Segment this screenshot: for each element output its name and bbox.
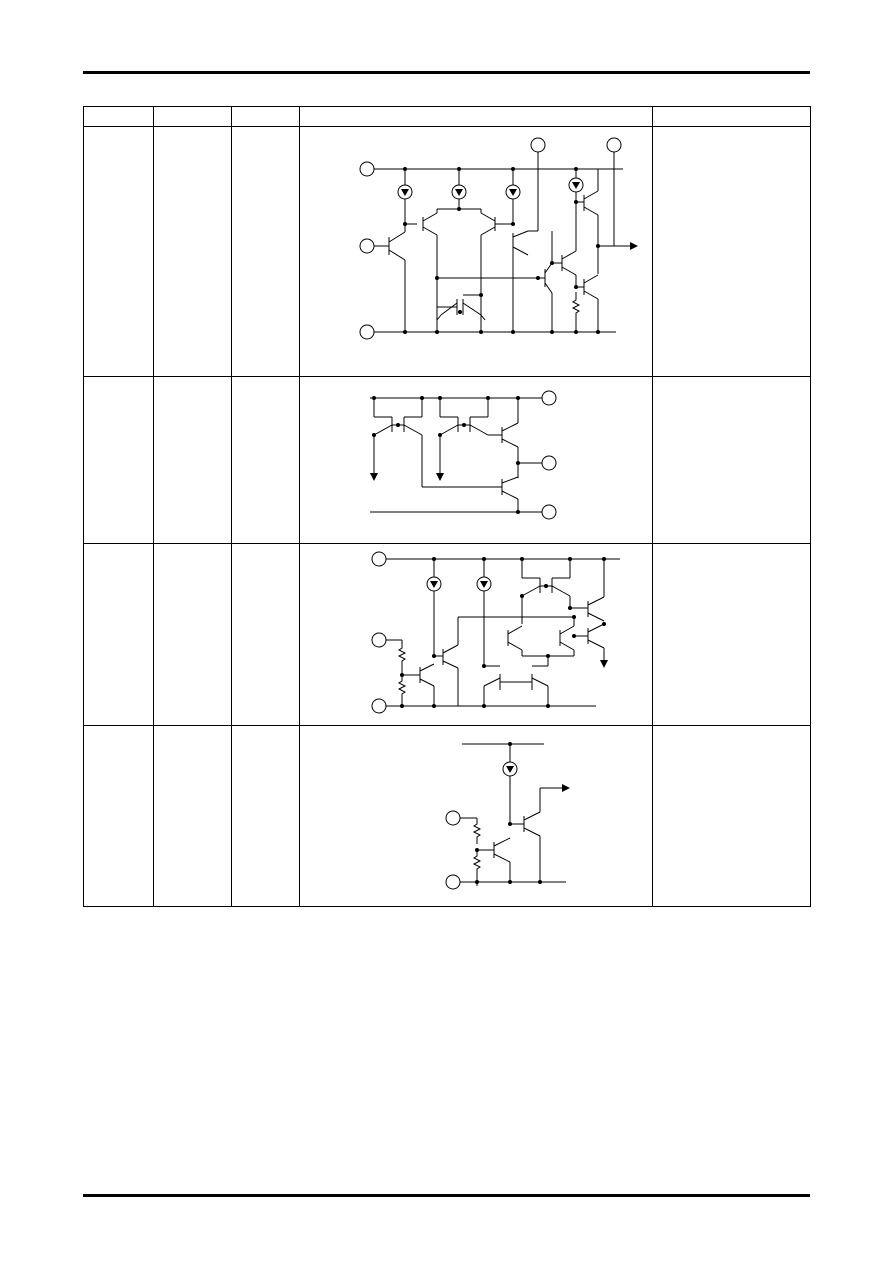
header-rule [83,71,810,74]
table-row [83,376,811,544]
npn-transistor-icon [551,578,571,597]
terminal-circle-icon [371,632,387,648]
table-row [83,725,811,907]
npn-transistor-icon [419,663,435,687]
current-source-icon [426,559,442,656]
terminal-circle-icon [359,324,375,340]
terminal-circle-icon [530,137,546,153]
npn-transistor-icon [501,422,519,448]
resistor-icon [397,675,407,706]
terminal-circle-icon [371,551,387,567]
current-source-icon [397,169,413,224]
footer-rule [83,1194,810,1197]
current-source-icon [502,744,518,824]
npn-transistor-icon [587,596,605,622]
pin-io-cell [231,543,300,726]
equivalent-circuit-cell [299,543,653,726]
pin-number-cell [83,543,154,726]
npn-transistor-icon [493,837,511,863]
pin-io-cell [231,725,300,907]
npn-transistor-icon [523,811,541,837]
current-source-icon [451,169,467,209]
current-source-icon [568,169,584,202]
npn-transistor-icon [544,262,553,294]
npn-transistor-icon [439,417,459,436]
npn-transistor-icon [559,625,575,651]
equivalent-circuit-cell [299,126,653,377]
description-cell [652,376,811,544]
npn-transistor-icon [462,299,482,316]
npn-transistor-icon [373,417,393,436]
table-header-row [83,106,811,127]
pin-name-cell [153,126,232,377]
npn-transistor-icon [403,417,423,436]
circuit-diagram-4 [445,742,570,890]
npn-transistor-icon [587,623,605,649]
npn-transistor-icon [561,250,577,276]
circuit-diagram-1 [359,137,638,340]
npn-transistor-icon [501,476,519,500]
npn-transistor-icon [583,190,599,216]
pin-io-cell [231,376,300,544]
header-cell-4 [299,106,653,127]
npn-transistor-icon [521,578,541,597]
npn-transistor-icon [422,212,438,236]
terminal-circle-icon [445,874,461,890]
header-cell-3 [231,106,300,127]
pin-number-cell [83,126,154,377]
terminal-circle-icon [359,161,375,177]
npn-transistor-icon [512,230,529,256]
pin-name-cell [153,376,232,544]
description-cell [652,126,811,377]
circuit-diagram-3 [371,551,620,714]
description-cell [652,543,811,726]
pin-number-cell [83,376,154,544]
terminal-circle-icon [359,238,375,254]
resistor-icon [472,850,482,886]
npn-transistor-icon [469,417,489,436]
terminal-circle-icon [541,504,557,520]
npn-transistor-icon [483,674,501,690]
terminal-circle-icon [371,698,387,714]
resistor-icon [397,640,407,675]
pin-name-cell [153,543,232,726]
resistor-icon [472,818,482,844]
current-source-icon [505,169,521,224]
terminal-circle-icon [606,137,622,153]
npn-transistor-icon [442,644,459,669]
npn-transistor-icon [583,274,599,300]
terminal-circle-icon [541,455,557,471]
resistor-icon [571,292,581,333]
description-cell [652,725,811,907]
npn-transistor-icon [507,625,523,651]
pin-name-cell [153,725,232,907]
header-cell-2 [153,106,232,127]
table-row [83,126,811,377]
table-row [83,543,811,726]
pin-description-table [83,106,811,907]
header-cell-5 [652,106,811,127]
npn-transistor-icon [531,674,549,690]
pin-io-cell [231,126,300,377]
equivalent-circuit-cell [299,376,653,544]
npn-transistor-icon [480,212,496,236]
equivalent-circuit-cell [299,725,653,907]
npn-transistor-icon [388,231,406,261]
header-cell-1 [83,106,154,127]
current-source-icon [476,559,492,666]
npn-transistor-icon [440,299,458,316]
circuit-diagram-2 [370,390,557,520]
terminal-circle-icon [541,390,557,406]
pin-number-cell [83,725,154,907]
terminal-circle-icon [445,810,461,826]
